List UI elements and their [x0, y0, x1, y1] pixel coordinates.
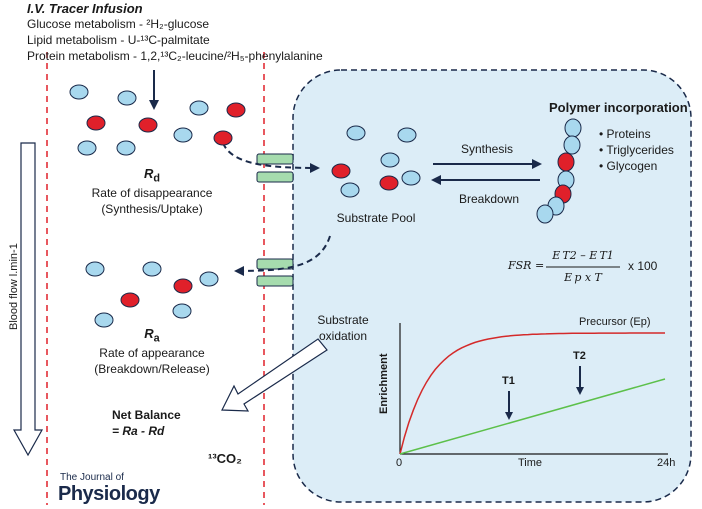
ra-desc-line1: Rate of appearance — [99, 346, 205, 360]
ra-desc-line2: (Breakdown/Release) — [94, 362, 210, 376]
rd-desc-line1: Rate of disappearance — [91, 186, 213, 200]
molecules-substrate-pool — [331, 125, 421, 198]
ra-symbol: Ra — [144, 326, 160, 345]
tracer-line-protein: Protein metabolism - 1,2,¹³C₂-leucine/²H… — [27, 49, 323, 63]
uptake-arrow — [222, 142, 320, 173]
rd-desc-line2: (Synthesis/Uptake) — [101, 202, 203, 216]
oxidation-label-line2: oxidation — [318, 329, 368, 343]
blood-flow-arrow — [12, 142, 44, 457]
transporter-lower — [256, 258, 294, 287]
fsr-multiplier: x 100 — [628, 259, 658, 273]
polymer-list: Proteins Triglycerides Glycogen — [599, 126, 674, 174]
polymer-item-proteins: Proteins — [599, 126, 674, 142]
tracer-line-lipid: Lipid metabolism - U-¹³C-palmitate — [27, 33, 210, 47]
polymer-chain — [536, 118, 582, 224]
chart-x-tick-24h: 24h — [657, 457, 676, 469]
oxidation-arrow — [221, 338, 328, 412]
molecules-blood-lower — [85, 261, 219, 328]
chart-ylabel: Enrichment — [378, 353, 390, 414]
blood-flow-label: Blood flow l.min-1 — [8, 243, 20, 330]
journal-logo-line1: The Journal of — [60, 472, 124, 483]
synthesis-label: Synthesis — [460, 142, 514, 156]
t2-label: T2 — [573, 350, 586, 362]
release-arrow — [234, 235, 331, 276]
fsr-numerator: E T2 – E T1 — [552, 249, 614, 262]
series-tracer-line — [399, 378, 666, 455]
journal-logo-line2: Physiology — [58, 483, 160, 505]
fsr-denominator: E p x T — [564, 271, 602, 284]
net-balance-equation: = Ra - Rd — [112, 424, 165, 438]
fsr-lhs: FSR = — [508, 259, 545, 272]
polymer-title: Polymer incorporation — [549, 100, 688, 115]
rd-symbol: Rd — [143, 166, 161, 185]
net-balance-label: Net Balance — [112, 408, 181, 422]
t1-label: T1 — [502, 375, 515, 387]
oxidation-label-line1: Substrate — [317, 313, 369, 327]
breakdown-label: Breakdown — [458, 192, 520, 206]
tracer-line-glucose: Glucose metabolism - ²H₂-glucose — [27, 17, 210, 31]
molecules-blood-upper — [69, 84, 246, 156]
tracer-title: I.V. Tracer Infusion — [27, 1, 143, 16]
co2-label: ¹³CO₂ — [208, 451, 242, 466]
chart-xlabel: Time — [517, 457, 543, 469]
polymer-item-glycogen: Glycogen — [599, 158, 674, 174]
transporter-upper — [256, 153, 294, 183]
series-precursor-curve — [399, 332, 665, 455]
chart-x-tick-0: 0 — [396, 457, 403, 469]
substrate-pool-label: Substrate Pool — [336, 211, 416, 225]
series-precursor-label: Precursor (Ep) — [579, 316, 651, 328]
polymer-item-triglycerides: Triglycerides — [599, 142, 674, 158]
